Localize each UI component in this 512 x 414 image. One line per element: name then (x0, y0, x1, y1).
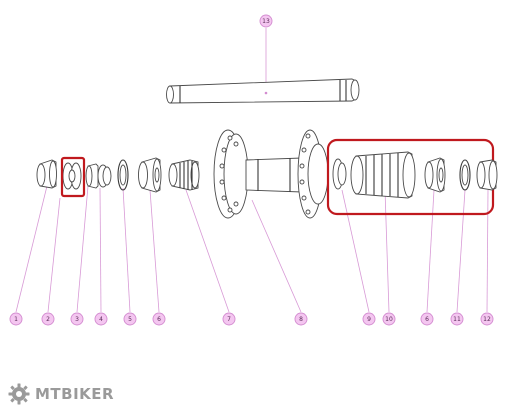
svg-text:2: 2 (46, 316, 50, 323)
svg-text:6: 6 (425, 316, 429, 323)
callout-8: 8 (294, 312, 308, 326)
svg-text:11: 11 (453, 316, 461, 323)
end-cap-part-12 (476, 159, 498, 191)
callout-7: 7 (222, 312, 236, 326)
svg-text:8: 8 (299, 316, 303, 323)
spacer-part-3 (85, 163, 99, 189)
lock-ring-part-4 (97, 164, 112, 188)
highlight-box-part-2 (60, 156, 86, 198)
callout-9: 9 (362, 312, 376, 326)
callout-3: 3 (70, 312, 84, 326)
seal-part-11 (459, 159, 471, 191)
threaded-adapter-part-7 (168, 159, 200, 191)
freehub-body-part-10 (326, 138, 495, 216)
callout-11: 11 (450, 312, 464, 326)
callout-6: 6 (152, 312, 166, 326)
svg-text:12: 12 (483, 316, 491, 323)
callout-4: 4 (94, 312, 108, 326)
axle-part-13 (166, 78, 360, 104)
callout-13: 13 (259, 14, 273, 28)
callout-5: 5 (123, 312, 137, 326)
svg-text:3: 3 (75, 316, 79, 323)
svg-text:13: 13 (262, 18, 270, 25)
callout-2: 2 (41, 312, 55, 326)
svg-text:9: 9 (367, 316, 371, 323)
ring-part-9 (332, 158, 347, 190)
bearing-part-6 (138, 157, 162, 193)
callout-1: 1 (9, 312, 23, 326)
svg-text:7: 7 (227, 316, 231, 323)
callouts: 13 1 2 3 4 5 6 7 8 9 10 6 11 12 (9, 14, 494, 326)
leader-lines (15, 28, 489, 313)
svg-text:4: 4 (99, 316, 103, 323)
callout-10: 10 (382, 312, 396, 326)
callout-6-right: 6 (420, 312, 434, 326)
watermark: MTBIKER (8, 383, 114, 405)
svg-text:10: 10 (385, 316, 393, 323)
bearing-part-6-right (424, 157, 446, 193)
gear-icon (8, 383, 30, 405)
svg-text:5: 5 (128, 316, 132, 323)
callout-12: 12 (480, 312, 494, 326)
end-cap-part-1 (36, 159, 57, 189)
seal-part-5 (117, 159, 129, 191)
svg-text:1: 1 (14, 316, 18, 323)
watermark-text: MTBIKER (35, 385, 115, 403)
hub-shell-part-8 (213, 129, 329, 219)
bearing-part-2 (60, 156, 86, 198)
svg-text:6: 6 (157, 316, 161, 323)
